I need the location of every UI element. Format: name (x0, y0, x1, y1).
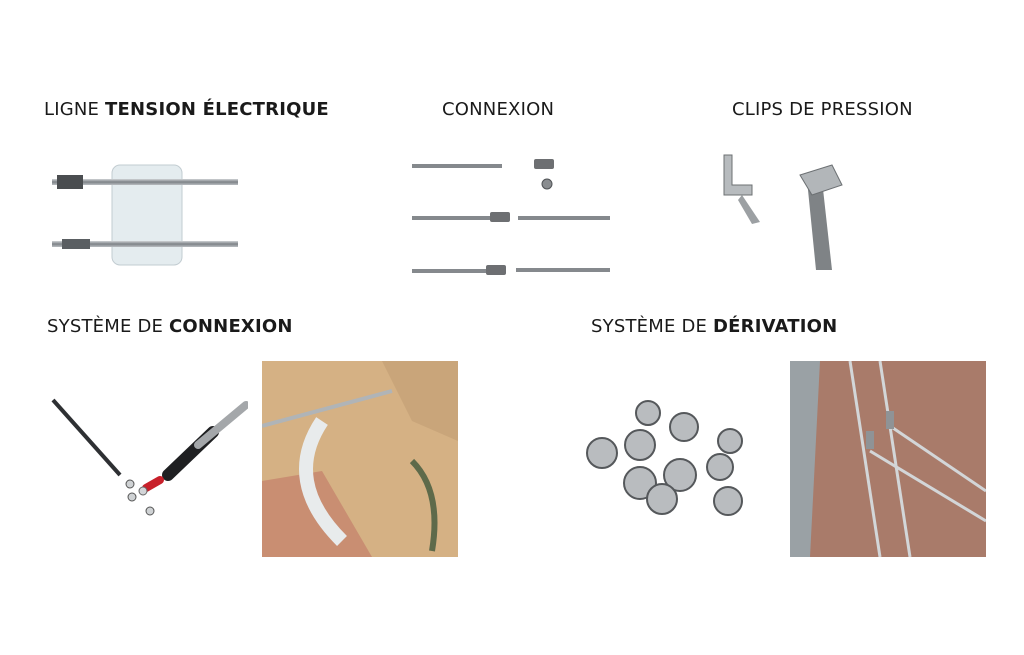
connexion-rod-1 (412, 164, 502, 168)
connexion-sleeve-2 (490, 212, 510, 222)
clear-clip-shape (111, 164, 183, 266)
ring-5 (624, 429, 656, 461)
caption-sys-con-bold: CONNEXION (169, 316, 293, 337)
photo-connexion-installed (262, 361, 458, 557)
derivation-branch-1 (869, 449, 986, 523)
connexion-rods-drawing (412, 159, 610, 275)
caption-systeme-derivation: SYSTÈME DE DÉRIVATION (591, 316, 837, 338)
ring-4 (586, 437, 618, 469)
connexion-rod-2a (412, 216, 492, 220)
derivation-installed-drawing (790, 361, 986, 557)
caption-clips-pression: CLIPS DE PRESSION (732, 99, 913, 121)
clip-left-shape (723, 154, 753, 196)
grey-cable (194, 401, 248, 449)
dark-cable (409, 458, 438, 552)
nut-bottom (145, 506, 155, 516)
connexion-rod-2b (518, 216, 610, 220)
red-stone-background (790, 361, 986, 557)
nut-small (125, 479, 135, 489)
tension-line-drawing (52, 164, 238, 266)
caption-connexion: CONNEXION (442, 99, 554, 121)
derivation-branch-2 (889, 424, 986, 493)
caption-clips-normal: CLIPS DE PRESSION (732, 99, 913, 120)
caption-sys-der-bold: DÉRIVATION (713, 316, 838, 337)
black-cable (51, 398, 122, 477)
clip-left-leg (738, 195, 760, 224)
ring-1 (635, 400, 661, 426)
derivation-rod-2 (878, 361, 912, 557)
rod-top-end (57, 175, 83, 189)
white-cable (299, 417, 347, 546)
stone-shadow (382, 361, 458, 441)
installed-rod (262, 389, 393, 428)
photo-derivation-rings (580, 395, 760, 525)
photo-connexion-rods (410, 150, 615, 280)
ring-2 (669, 412, 699, 442)
ring-6 (706, 453, 734, 481)
ring-terminal (138, 486, 148, 496)
photo-tension-line (52, 150, 242, 270)
ring-7 (623, 466, 657, 500)
caption-sys-der-normal: SYSTÈME DE (591, 316, 713, 337)
connexion-rod-3b (516, 268, 610, 272)
wall-side (790, 361, 820, 557)
caption-sys-con-normal: SYSTÈME DE (47, 316, 169, 337)
ring-9 (713, 486, 743, 516)
derivation-rings-drawing (586, 400, 743, 516)
connexion-components-drawing (51, 398, 248, 516)
red-terminal (142, 476, 164, 492)
ring-10 (646, 483, 678, 515)
derivation-clamp-2 (886, 411, 894, 429)
photo-connexion-components (48, 380, 248, 525)
ring-8 (663, 458, 697, 492)
clip-right-post (807, 180, 832, 270)
rod-top (52, 179, 238, 185)
connexion-sleeve-3 (486, 265, 506, 275)
photo-derivation-installed (790, 361, 986, 557)
connector-ring (541, 178, 553, 190)
caption-ligne-tension: LIGNE TENSION ÉLECTRIQUE (44, 99, 329, 121)
pressure-clips-drawing (723, 154, 843, 270)
washer (127, 492, 137, 502)
clip-right-head (799, 164, 843, 196)
caption-ligne-normal: LIGNE (44, 99, 106, 120)
connector-sleeve (534, 159, 554, 169)
connexion-installed-drawing (262, 361, 458, 557)
rod-bottom (52, 241, 238, 247)
caption-connexion-normal: CONNEXION (442, 99, 555, 120)
caption-systeme-connexion: SYSTÈME DE CONNEXION (47, 316, 293, 338)
ring-3 (717, 428, 743, 454)
photo-pressure-clips (712, 140, 862, 275)
derivation-clamp-1 (866, 431, 874, 449)
rod-bottom-thread (62, 239, 90, 249)
derivation-rod-1 (848, 361, 882, 557)
caption-ligne-bold: TENSION ÉLECTRIQUE (105, 99, 329, 120)
connexion-rod-3a (412, 269, 487, 273)
